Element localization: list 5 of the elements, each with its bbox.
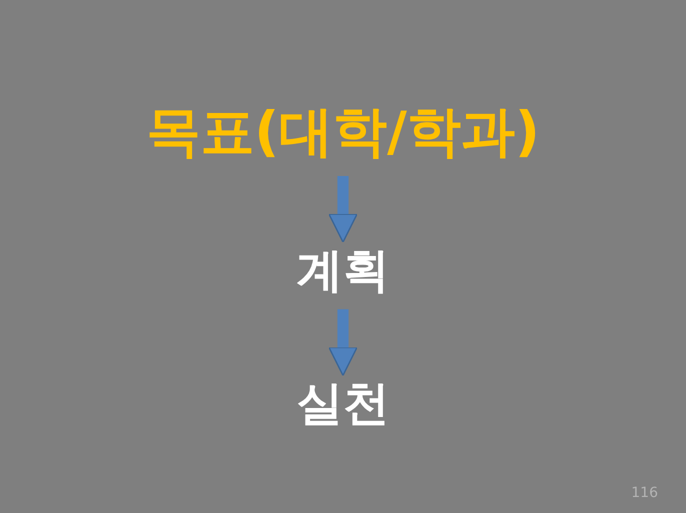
node-text: 목표(대학/학과)	[146, 100, 540, 163]
arrow	[328, 176, 358, 243]
node-text: 계획	[296, 243, 390, 298]
arrow	[328, 309, 358, 376]
node-text: 실천	[296, 376, 390, 430]
